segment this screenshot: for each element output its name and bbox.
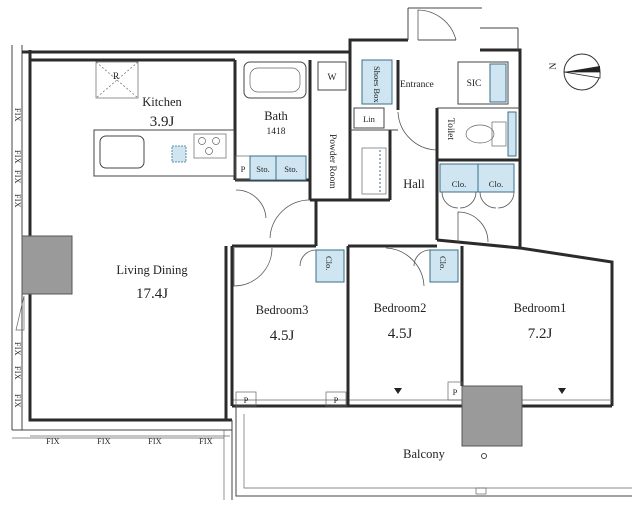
bedroom2-closet-label: Clo. [438, 256, 448, 270]
kitchen-door [235, 189, 267, 219]
hall-closets: Hall Clo. Clo. [403, 163, 515, 209]
fix-left-4: FIX [13, 194, 22, 208]
window-marker-bedroom1 [558, 388, 566, 394]
bedroom2-area: Clo. Bedroom2 4.5J P [374, 249, 463, 401]
shoes-box-label: Shoes Box [372, 66, 382, 103]
kitchen-counter [93, 129, 235, 177]
bath-size: 1418 [267, 127, 286, 137]
bedroom1-area-value: 7.2J [528, 326, 553, 342]
entrance-area: Shoes Box Entrance SIC [361, 9, 509, 105]
bedroom3-area-value: 4.5J [270, 328, 295, 344]
pipe-space-bedroom2: P [453, 387, 458, 397]
stove-icon [193, 133, 227, 159]
svg-text:N: N [549, 62, 559, 69]
bedroom2-area-value: 4.5J [388, 326, 413, 342]
fix-bottom-1: FIX [46, 437, 60, 446]
powder-room-area: W Powder Room Lin [317, 61, 387, 195]
bedroom1-area: Bedroom1 7.2J [457, 211, 567, 394]
drain-icon [481, 453, 487, 459]
shoes-box [361, 59, 393, 105]
bath-label: Bath [264, 109, 288, 123]
sink-icon [99, 135, 145, 169]
hall-label: Hall [403, 177, 425, 191]
bathtub-icon [243, 61, 307, 99]
outer-walls [11, 7, 614, 430]
living-dining-area: Living Dining 17.4J FIX FIX FIX FIX FIX … [13, 108, 230, 446]
toilet-area: Toilet [445, 111, 517, 157]
pipe-space-bedroom3: P [244, 395, 249, 405]
hall-door-1 [269, 199, 311, 239]
north-arrow-icon: N [549, 53, 601, 91]
kitchen-area-value: 3.9J [150, 114, 175, 130]
fix-left-6: FIX [13, 366, 22, 380]
living-dining-area-value: 17.4J [136, 286, 168, 302]
fix-left-7: FIX [13, 394, 22, 408]
toilet-label: Toilet [445, 118, 455, 140]
hall-closet-1-label: Clo. [452, 179, 466, 189]
fix-bottom-3: FIX [148, 437, 162, 446]
storage-2 [275, 155, 307, 181]
fix-bottom-2: FIX [97, 437, 111, 446]
refrigerator-label: R [113, 72, 120, 82]
entrance-label: Entrance [400, 80, 434, 90]
bedroom2-door [385, 247, 425, 287]
storage-1 [249, 155, 277, 181]
entrance-door [417, 9, 457, 41]
fix-left-3: FIX [13, 170, 22, 184]
bedroom1-door [457, 211, 489, 243]
bedroom1-label: Bedroom1 [514, 301, 567, 315]
storage-2-label: Sto. [284, 164, 297, 174]
living-dining-label: Living Dining [116, 263, 188, 277]
bedroom3-label: Bedroom3 [256, 303, 309, 317]
hall-closet-2 [477, 163, 515, 193]
bedroom2-closet [429, 249, 459, 283]
powder-room-label: Powder Room [327, 134, 337, 189]
fix-bottom-4: FIX [199, 437, 213, 446]
pipe-space-bedroom3b: P [334, 395, 339, 405]
linen-label: Lin [363, 114, 376, 124]
bath-area: Bath 1418 P Sto. Sto. [235, 61, 307, 181]
bedroom3-door [233, 247, 273, 287]
balcony-label: Balcony [403, 447, 445, 461]
balcony-shaft [461, 385, 523, 447]
bedroom3-closet-label: Clo. [324, 256, 334, 270]
washer-icon [317, 61, 347, 91]
fix-left-2: FIX [13, 150, 22, 164]
bedroom2-label: Bedroom2 [374, 301, 427, 315]
bedroom3-area: Clo. Bedroom3 4.5J P P [233, 247, 347, 407]
living-shaft [21, 235, 73, 295]
fix-left-1: FIX [13, 108, 22, 122]
sic-label: SIC [467, 79, 482, 89]
fix-left-5: FIX [13, 342, 22, 356]
sic [457, 61, 509, 105]
hall-closet-2-label: Clo. [489, 179, 503, 189]
pipe-space-kitchen: P [241, 164, 246, 174]
kitchen-area: R Kitchen 3.9J [93, 61, 235, 177]
window-marker-bedroom2 [394, 388, 402, 394]
bedroom3-closet [315, 249, 345, 283]
hall-door-2 [397, 111, 437, 151]
kitchen-label: Kitchen [142, 95, 182, 109]
balcony-area [12, 385, 632, 500]
washer-label: W [328, 73, 337, 83]
toilet-icon [465, 121, 507, 147]
storage-1-label: Sto. [256, 164, 269, 174]
